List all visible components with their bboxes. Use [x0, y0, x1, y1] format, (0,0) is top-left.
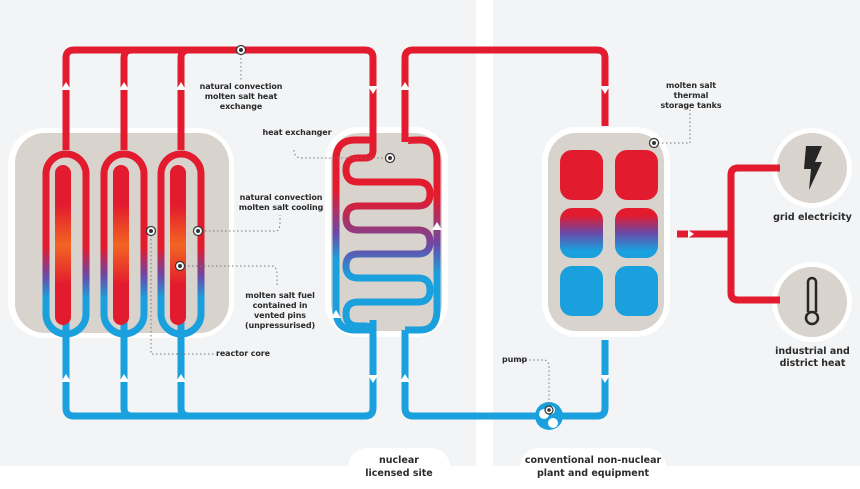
label-line: exchange — [219, 102, 263, 111]
output-pipes — [677, 164, 780, 304]
label-heat-exchange: natural convection molten salt heat exch… — [195, 82, 287, 112]
label-cooling: natural convection molten salt cooling — [233, 193, 329, 213]
label-line: contained in — [252, 301, 308, 310]
fuel-pin-3 — [157, 150, 205, 338]
fuel-pin-1 — [42, 150, 90, 338]
primary-cold-leg — [62, 320, 609, 420]
label-line: natural convection — [199, 82, 283, 91]
lightning-bolt-icon — [804, 146, 822, 190]
fuel-pin-2 — [100, 150, 148, 338]
tank-cold-2 — [615, 266, 658, 316]
label-line: nuclear — [379, 455, 419, 466]
label-storage-tanks: molten salt thermal storage tanks — [648, 81, 734, 111]
label-line: molten salt thermal — [666, 81, 716, 100]
flow-arrows — [61, 82, 610, 383]
zone-label-nuclear: nuclear licensed site — [348, 448, 450, 486]
label-reactor-core: reactor core — [216, 349, 270, 358]
district-heat-node — [772, 262, 852, 342]
label-fuel: molten salt fuel contained in vented pin… — [240, 291, 320, 331]
callout-leaders — [150, 50, 691, 410]
label-line: licensed site — [365, 468, 433, 479]
label-line: molten salt cooling — [238, 203, 324, 212]
label-line: molten salt fuel — [245, 291, 315, 300]
flow-arrow-icon — [688, 230, 694, 238]
label-line: natural convection — [239, 193, 323, 202]
label-line: district heat — [779, 358, 846, 369]
label-pump: pump — [502, 355, 528, 364]
label-line: (unpressurised) — [244, 321, 316, 330]
label-grid-electricity: grid electricity — [773, 212, 852, 223]
label-line: storage tanks — [660, 101, 722, 110]
label-line: conventional non-nuclear — [524, 455, 662, 466]
grid-electricity-node — [772, 128, 852, 208]
callout-target-icon — [145, 44, 660, 415]
tank-cold-1 — [560, 266, 603, 316]
label-line: industrial and — [775, 346, 850, 357]
tank-mixed-2 — [615, 208, 658, 258]
label-line: vented pins — [254, 311, 306, 320]
storage-tanks — [560, 150, 658, 316]
label-district-heat: industrial and district heat — [765, 346, 860, 370]
tank-mixed-1 — [560, 208, 603, 258]
tank-hot-1 — [560, 150, 603, 200]
label-line: molten salt heat — [204, 92, 278, 101]
primary-hot-leg — [62, 46, 609, 150]
zone-label-conventional: conventional non-nuclear plant and equip… — [520, 448, 666, 486]
thermometer-icon — [804, 276, 820, 326]
label-heat-exchanger: heat exchanger — [262, 128, 332, 137]
tank-hot-2 — [615, 150, 658, 200]
label-line: plant and equipment — [536, 468, 650, 479]
